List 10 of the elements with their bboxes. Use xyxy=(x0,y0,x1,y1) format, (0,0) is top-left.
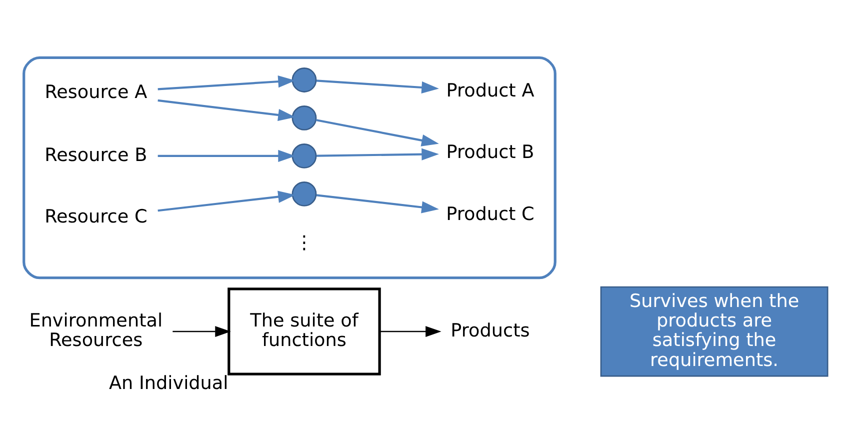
node-text: Resource B xyxy=(44,144,148,166)
node-text: Resource C xyxy=(44,206,148,228)
label: ⋮ xyxy=(295,232,314,254)
node-text: Product C xyxy=(446,204,534,225)
node-text: Product A xyxy=(446,80,534,102)
node-text: Environmental Resources xyxy=(29,310,163,352)
node-text: Resource A xyxy=(44,82,148,103)
node-text: Product B xyxy=(446,142,534,164)
node-label: An Individual xyxy=(109,372,228,394)
node-text: Products xyxy=(450,320,530,342)
